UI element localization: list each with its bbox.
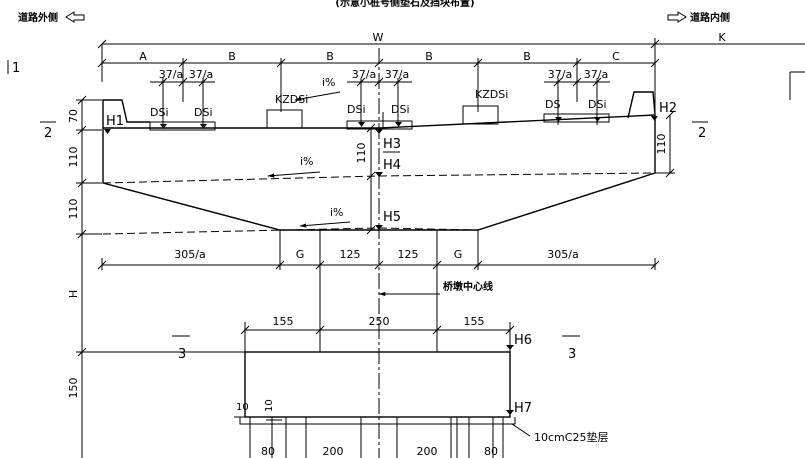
dim-80-left: 80 [261,445,275,458]
stop-block-left [102,99,150,128]
section-mark-3-left: 3 [178,347,186,362]
bridge-center-label: 桥墩中心线 [443,280,493,293]
pad-kzdsi-1 [266,109,303,129]
inner-side-label: 道路内侧 [690,11,730,24]
dim-200-right: 200 [417,445,438,458]
dim-37a-3: 37/a [352,68,376,81]
dim-a: A [139,50,147,63]
dim-110-right: 110 [655,134,668,155]
h1-label: H1 [106,114,124,129]
footing-outline [244,351,511,418]
bearing-dsi-2: DSi [347,103,366,116]
dim-w: W [373,31,384,44]
h2-label: H2 [659,101,677,116]
bearing-dsi-4: DSi [588,98,607,111]
h4-label: H4 [383,158,401,173]
dim-70: 70 [67,109,80,123]
slope-i-top: i% [322,76,336,89]
section-mark-1: 1 [12,61,20,76]
header-note: (示意小桩号侧垫石及挡块布置) [335,0,474,9]
bearing-dsi-1: DSi [194,106,213,119]
dim-305a-right: 305/a [547,248,578,261]
dim-37a-5: 37/a [548,68,572,81]
section-mark-2-right: 2 [698,126,706,141]
dim-305a-left: 305/a [174,248,205,261]
dim-b-4: B [523,50,531,63]
bearing-ds-2: DS [545,98,560,111]
arrow-left-icon [65,11,85,23]
h3-label: H3 [383,137,401,152]
bearing-kzdsi-2: KZDSi [475,88,508,101]
arrow-right-icon [667,11,687,23]
bearing-kzdsi-1: KZDSi [275,93,308,106]
bearing-dsi-3: DSi [391,103,410,116]
dim-125-left: 125 [340,248,361,261]
dim-b-1: B [228,50,236,63]
dim-c: C [612,50,620,63]
outer-side-label: 道路外侧 [18,11,58,24]
dim-250: 250 [369,315,390,328]
bearing-ds-1: DSi [150,106,169,119]
pad-kzdsi-2 [462,105,499,125]
dim-110-1: 110 [67,147,80,168]
dim-37a-4: 37/a [385,68,409,81]
dim-10-v: 10 [264,399,275,412]
pad-3 [543,113,610,123]
dim-h: H [67,290,80,298]
dim-80-right: 80 [484,445,498,458]
cap-top-surface [103,114,656,129]
slope-i-bottom: i% [330,206,344,219]
dim-37a-2: 37/a [189,68,213,81]
dim-110-2: 110 [67,199,80,220]
section-mark-3-right: 3 [568,347,576,362]
cushion-label: 10cmC25垫层 [534,430,608,444]
dim-125-right: 125 [398,248,419,261]
cushion-layer [239,417,516,425]
dim-g-right: G [454,248,463,261]
dim-155-left: 155 [273,315,294,328]
slope-i-mid: i% [300,155,314,168]
dim-10-h: 10 [236,402,249,413]
dim-k: K [718,31,726,44]
dim-b-2: B [326,50,334,63]
pad-1 [149,121,216,131]
piles [249,417,494,458]
dim-110-center: 110 [355,143,368,164]
stop-block-right [627,91,656,119]
dim-155-right: 155 [464,315,485,328]
dim-200-left: 200 [323,445,344,458]
dim-37a-6: 37/a [584,68,608,81]
slope-line-2 [102,227,380,235]
section-mark-2-left: 2 [44,126,52,141]
dim-g-left: G [296,248,305,261]
dim-150: 150 [67,378,80,399]
slope-line-1 [102,175,380,184]
dim-b-3: B [425,50,433,63]
h7-label: H7 [514,401,532,416]
h6-label: H6 [514,333,532,348]
dim-37a-1: 37/a [159,68,183,81]
h5-label: H5 [383,210,401,225]
